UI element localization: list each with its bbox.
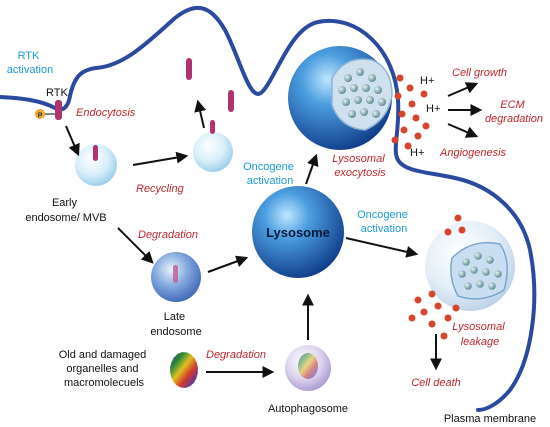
- old-damaged-label: Old and damaged organelles and macromole…: [59, 349, 150, 389]
- lysosomal-leakage-label: Lysosomal leakage: [452, 321, 507, 348]
- late-endosome: [151, 252, 201, 302]
- plasma-membrane-line: [0, 5, 537, 412]
- arrow-to-membrane: [194, 99, 207, 129]
- arrow-endocytosis: [65, 125, 80, 157]
- arrow-oncogene-right: [345, 237, 419, 258]
- released-particles: [391, 74, 430, 150]
- exocytosis-lysosome: [288, 46, 393, 150]
- rtk-label: RTK: [46, 87, 68, 99]
- arrow-late-to-lysosome: [207, 255, 249, 273]
- receptor-on-membrane: [186, 58, 192, 80]
- receptor-on-membrane: [228, 90, 234, 112]
- lysosome: [252, 186, 344, 278]
- endocytosis-label: Endocytosis: [76, 107, 136, 119]
- leaked-particles: [408, 214, 466, 340]
- autophagosome-label: Autophagosome: [268, 403, 348, 415]
- degradation-label-1: Degradation: [138, 229, 198, 241]
- early-endosome-label: Early endosome/ MVB: [25, 197, 106, 224]
- cell-death-label: Cell death: [411, 377, 461, 389]
- arrow-recycling: [132, 151, 189, 166]
- leaking-lysosome: [425, 221, 515, 311]
- arrow-cell-growth: [447, 82, 479, 97]
- recycling-endosome: [193, 120, 233, 172]
- angiogenesis-label: Angiogenesis: [439, 147, 507, 159]
- rtk-activation-label: RTK activation: [7, 50, 53, 76]
- arrow-angiogenesis: [447, 123, 479, 138]
- svg-text:P: P: [38, 113, 43, 120]
- autophagosome: [285, 345, 331, 391]
- lysosomal-exocytosis-label: Lysosomal exocytosis: [332, 153, 387, 179]
- arrow-degradation: [117, 227, 154, 264]
- h-plus-label-3: H+: [410, 147, 424, 159]
- arrow-oncogene-up: [305, 153, 319, 185]
- late-endosome-label: Late endosome: [150, 311, 201, 338]
- h-plus-label-1: H+: [420, 75, 434, 87]
- phosphate-icon: [35, 109, 45, 119]
- oncogene-activation-label-a: Oncogene activation: [243, 161, 297, 187]
- recycling-label: Recycling: [136, 183, 185, 195]
- damaged-organelle: [169, 351, 199, 389]
- rtk-receptor: P: [35, 100, 62, 120]
- degradation-label-2: Degradation: [206, 349, 266, 361]
- plasma-membrane-label: Plasma membrane: [444, 413, 536, 425]
- lysosome-label: Lysosome: [266, 225, 330, 240]
- h-plus-label-2: H+: [426, 103, 440, 115]
- oncogene-activation-label-b: Oncogene activation: [357, 209, 411, 235]
- cell-growth-label: Cell growth: [452, 67, 507, 79]
- early-endosome: [75, 144, 117, 186]
- ecm-degradation-label: ECM degradation: [485, 99, 543, 125]
